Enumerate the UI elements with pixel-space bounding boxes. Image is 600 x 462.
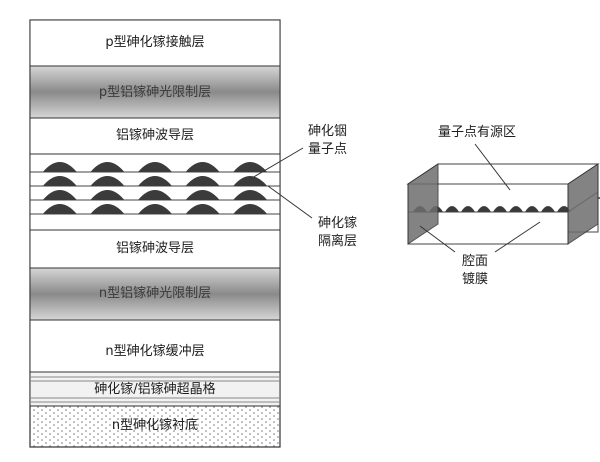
quantum-dot: [90, 176, 125, 186]
quantum-dot-callout-line2: 量子点: [308, 142, 348, 157]
quantum-dot: [90, 162, 125, 172]
active-region-label: 量子点有源区: [438, 125, 517, 140]
quantum-dot-rows: [42, 162, 268, 214]
quantum-dot: [138, 204, 172, 214]
quantum-dot: [233, 176, 268, 186]
superlattice-label: 砷化镓/铝镓砷超晶格: [94, 382, 216, 397]
coating-callout-line-left: [419, 225, 456, 253]
device-3d-box: [406, 163, 600, 245]
n-cladding-label: n型铝镓砷光限制层: [98, 286, 212, 301]
top-waveguide-layer: [29, 117, 281, 155]
n-buffer-label: n型砷化镓缓冲层: [105, 344, 205, 359]
p-contact-label: p型砷化镓接触层: [105, 35, 205, 50]
quantum-dot: [138, 190, 172, 200]
superlattice-layer: [29, 371, 281, 407]
quantum-dot: [233, 204, 268, 214]
quantum-dot-callout-line: [251, 147, 304, 179]
n-buffer-layer: [29, 319, 281, 373]
device-quantum-dot: [493, 206, 507, 212]
quantum-dot: [233, 162, 268, 172]
substrate-layer: [29, 405, 281, 448]
substrate-label: n型砷化镓衬底: [111, 418, 199, 433]
quantum-dot: [90, 190, 125, 200]
top-waveguide-label: 铝镓砷波导层: [115, 128, 194, 143]
quantum-dot: [42, 162, 77, 172]
right-facet-coating: [567, 163, 599, 245]
quantum-dot-callout-line1: 砷化铟: [308, 124, 348, 139]
device-quantum-dot: [477, 206, 491, 212]
facet-coating-label-line2: 镀膜: [462, 272, 489, 287]
quantum-dot: [42, 176, 77, 186]
quantum-dot: [138, 162, 172, 172]
device-quantum-dot: [541, 206, 555, 212]
barrier-callout-line: [267, 185, 313, 219]
n-cladding-layer: [29, 267, 281, 321]
device-quantum-dot: [525, 206, 539, 212]
quantum-dot: [90, 204, 125, 214]
quantum-dot-active-region: [29, 153, 281, 231]
bottom-waveguide-label: 铝镓砷波导层: [115, 241, 194, 256]
coating-callout-line-right: [494, 221, 541, 253]
quantum-dot: [185, 190, 220, 200]
quantum-dot: [42, 204, 77, 214]
device-quantum-dot: [445, 206, 459, 212]
barrier-callout-line1: 砷化镓: [318, 216, 358, 231]
active-region-callout-line: [474, 143, 511, 191]
quantum-dot: [42, 190, 77, 200]
facet-coating-label-line1: 腔面: [462, 254, 489, 269]
quantum-dot: [185, 162, 220, 172]
quantum-dot: [185, 204, 220, 214]
p-cladding-layer: [29, 65, 281, 119]
p-cladding-label: p型铝镓砷光限制层: [98, 85, 212, 100]
quantum-dot: [233, 190, 268, 200]
device-quantum-dot: [461, 206, 475, 212]
quantum-dot: [185, 176, 220, 186]
left-facet-coating: [407, 163, 439, 245]
device-quantum-dot: [509, 206, 523, 212]
barrier-callout-line2: 隔离层: [318, 234, 358, 249]
quantum-dot: [138, 176, 172, 186]
